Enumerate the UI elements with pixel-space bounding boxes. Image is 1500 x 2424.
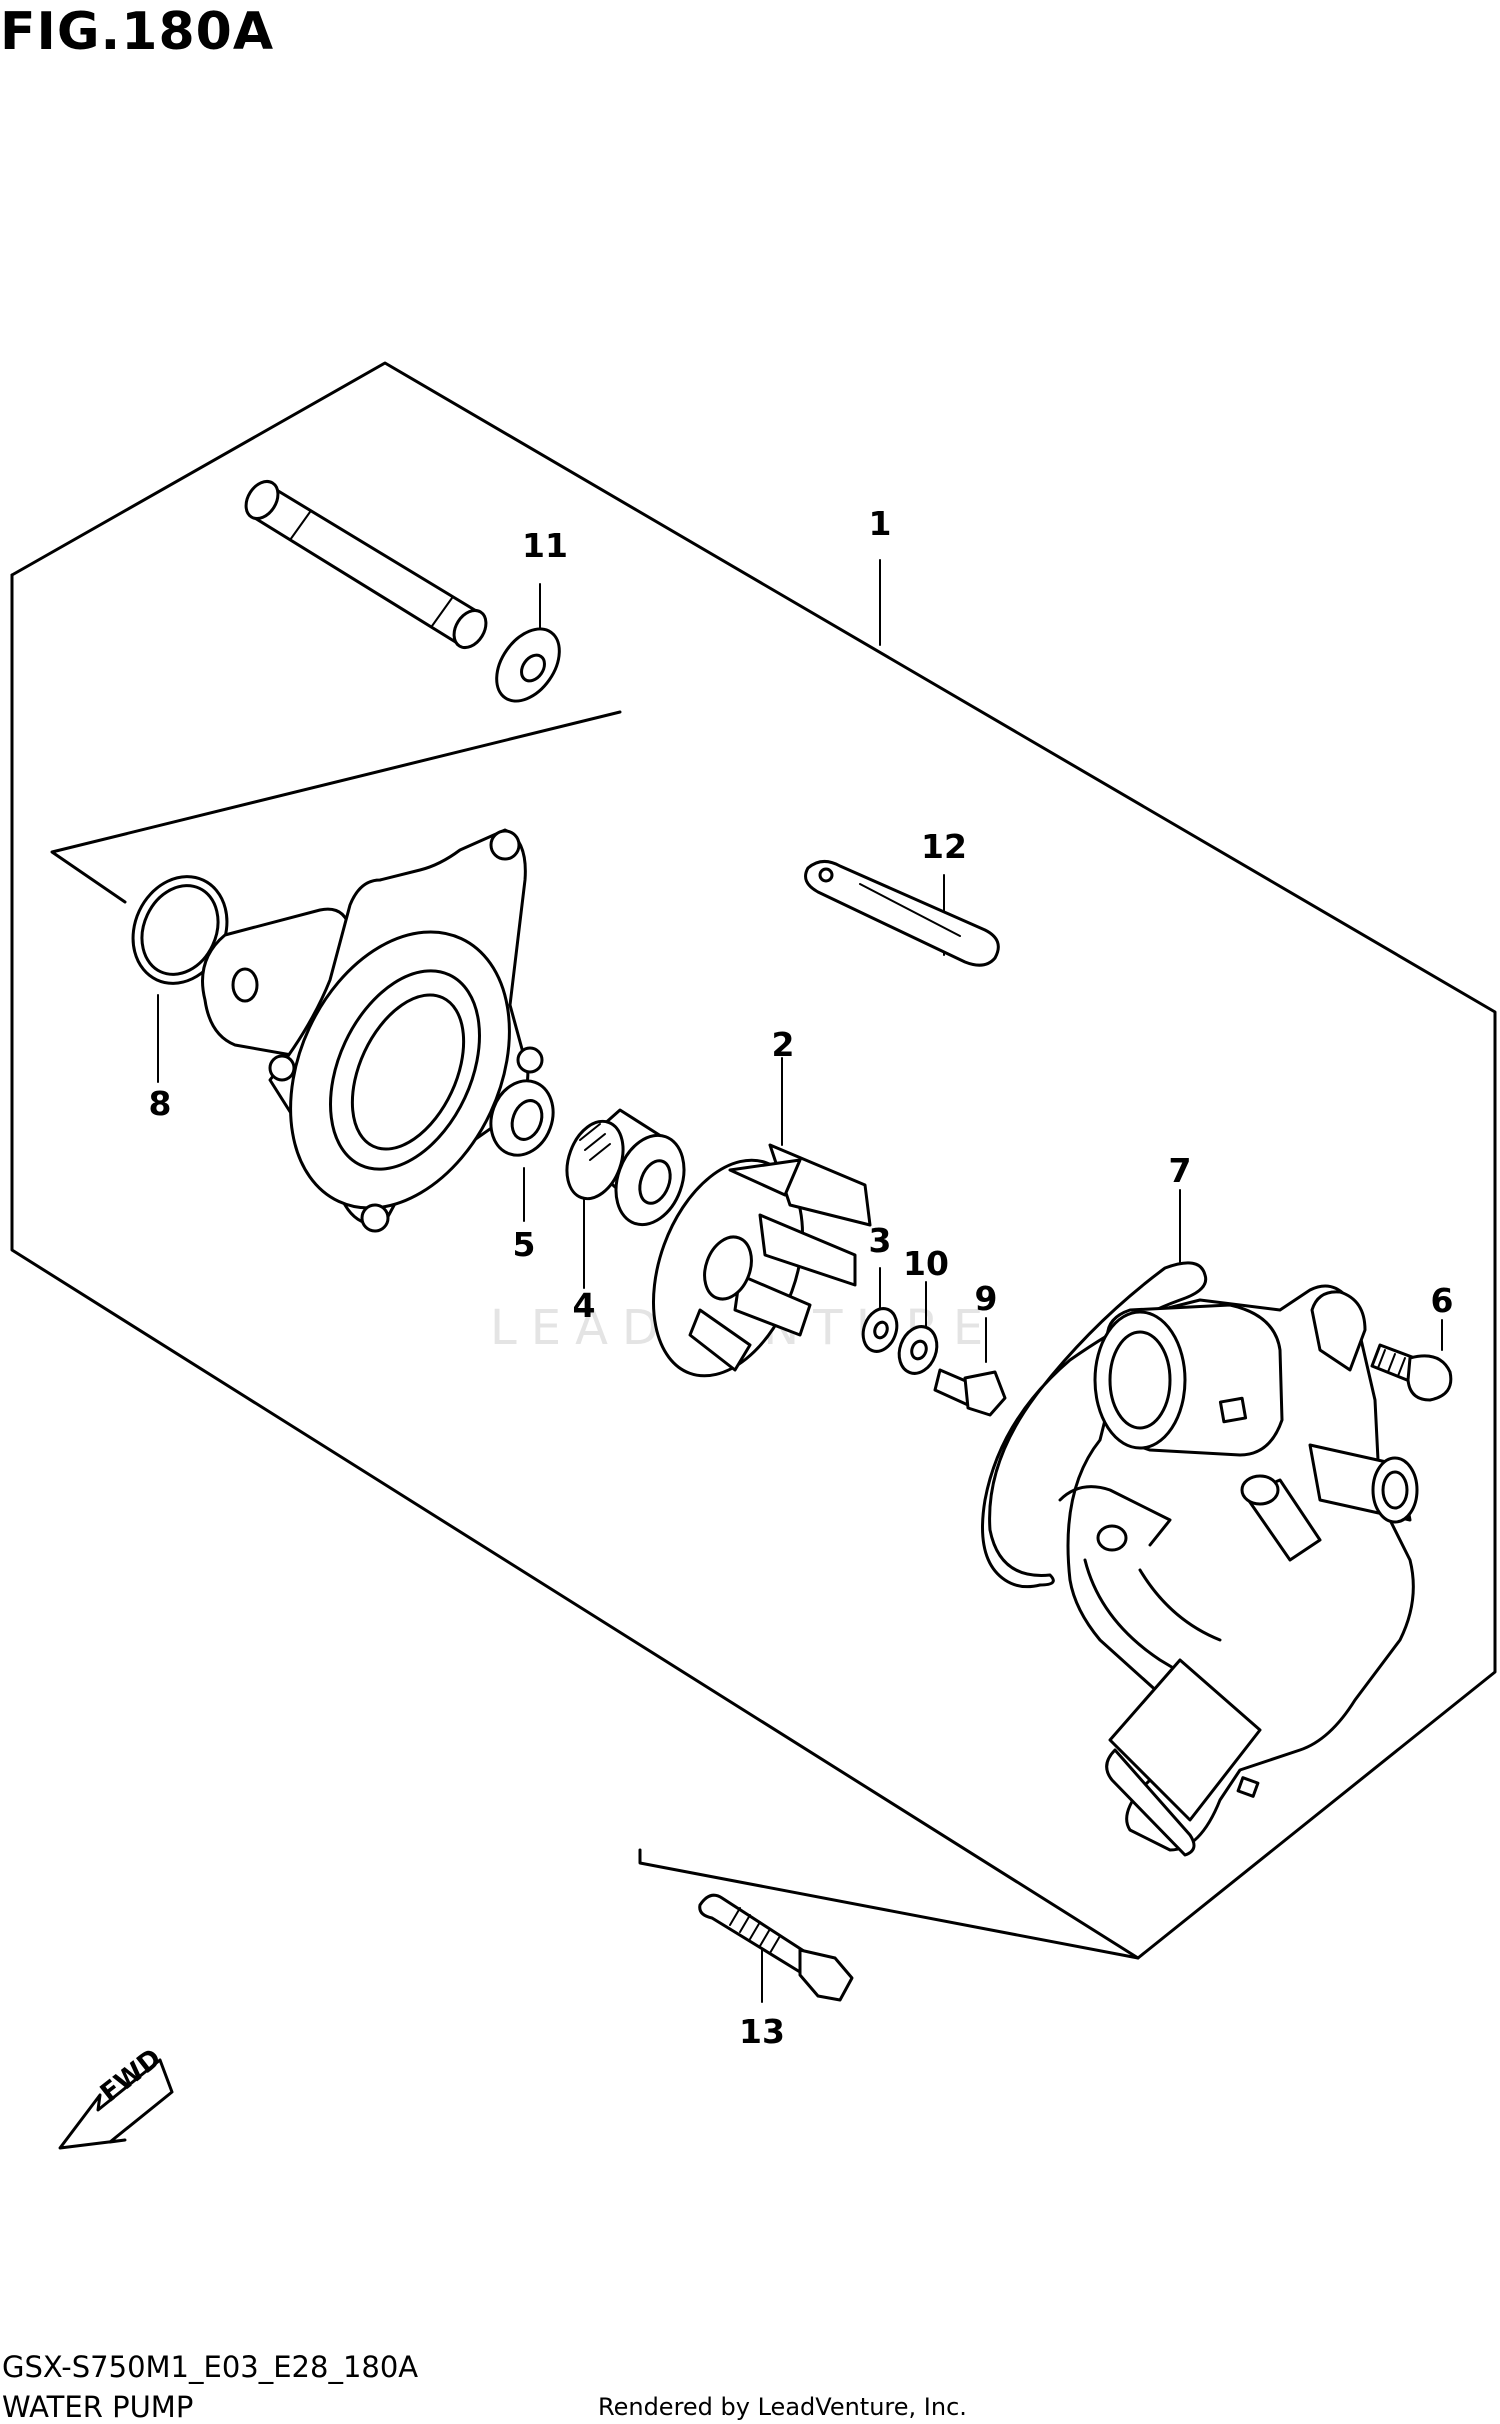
- figure-code: GSX-S750M1_E03_E28_180A: [2, 2350, 419, 2384]
- callout-5: 5: [512, 1225, 536, 1264]
- clamp-part-12: [804, 860, 1000, 967]
- callout-2: 2: [771, 1025, 795, 1064]
- washer-part-10: [897, 1325, 939, 1375]
- pump-case: [201, 828, 544, 1233]
- pipe-part-11: [244, 479, 488, 650]
- callout-9: 9: [974, 1279, 998, 1318]
- callout-3: 3: [868, 1221, 892, 1260]
- fwd-arrow-icon: [58, 2058, 174, 2150]
- bearing-part-5: [489, 1079, 555, 1157]
- callout-4: 4: [572, 1286, 596, 1325]
- washer-part-11: [495, 627, 561, 703]
- seal-part-4: [565, 1108, 686, 1227]
- pump-cover: [1058, 1284, 1419, 1857]
- bolt-part-13: [698, 1893, 854, 2002]
- bolt-part-9: [933, 1368, 1007, 1417]
- callout-12: 12: [921, 827, 967, 866]
- callout-6: 6: [1430, 1281, 1454, 1320]
- callout-13: 13: [739, 2012, 785, 2051]
- callout-11: 11: [522, 526, 568, 565]
- callout-10: 10: [903, 1244, 949, 1283]
- bolt-part-6: [1370, 1343, 1453, 1402]
- figure-title: FIG.180A: [0, 2, 275, 62]
- rendered-by: Rendered by LeadVenture, Inc.: [598, 2393, 967, 2421]
- impeller-part-2: [651, 1143, 872, 1378]
- callout-7: 7: [1168, 1151, 1192, 1190]
- callout-1: 1: [868, 504, 892, 543]
- figure-name: WATER PUMP: [2, 2390, 194, 2424]
- assembly-outline: [10, 361, 1497, 1960]
- callout-8: 8: [148, 1084, 172, 1123]
- washer-part-3: [861, 1307, 899, 1353]
- o-ring-part-7: [981, 1261, 1208, 1589]
